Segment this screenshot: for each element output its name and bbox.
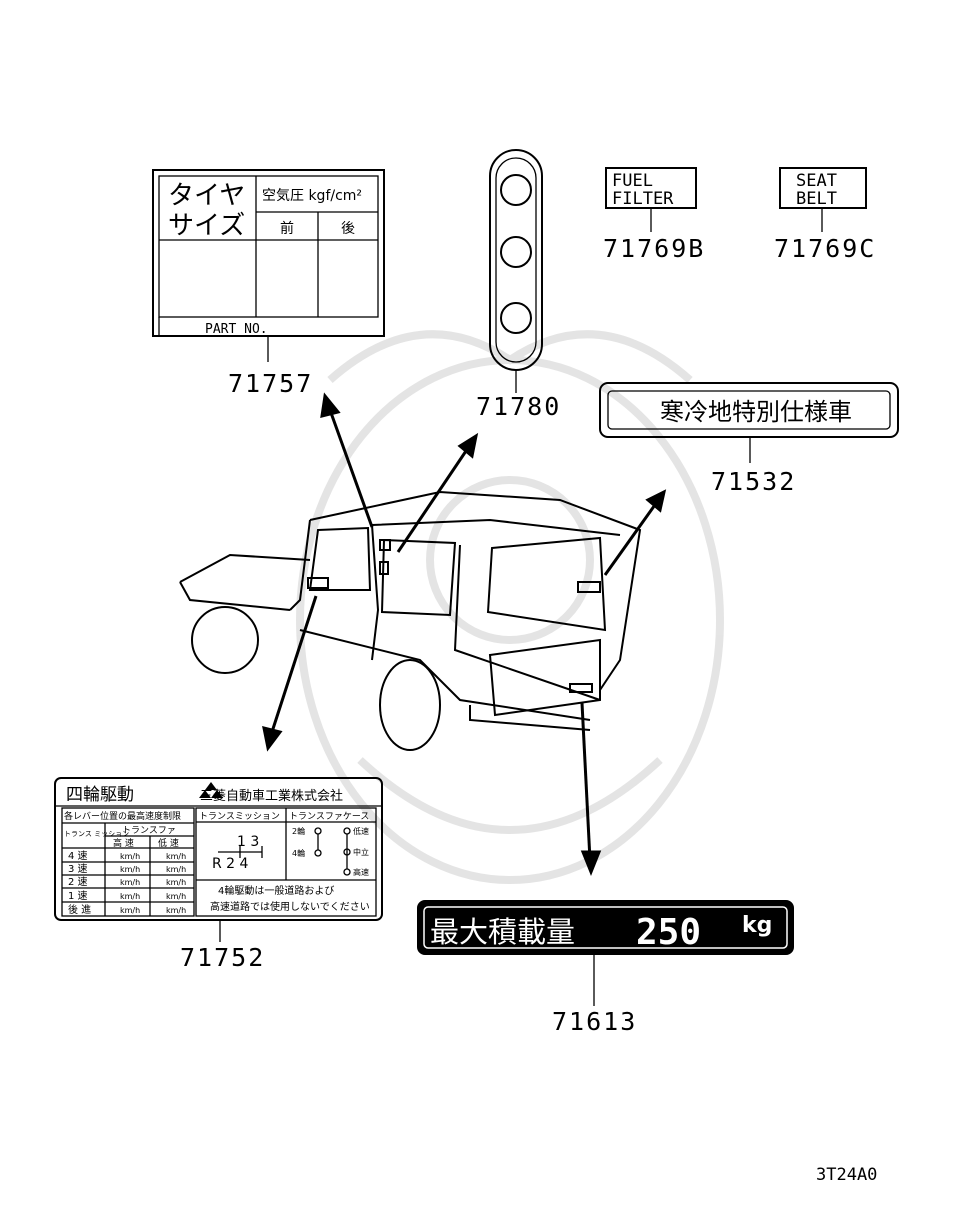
label-71769b-fuel-filter[interactable]: FUEL FILTER bbox=[605, 167, 697, 209]
svg-text:km/h: km/h bbox=[120, 878, 140, 887]
svg-text:2 速: 2 速 bbox=[68, 876, 88, 888]
svg-text:中立: 中立 bbox=[353, 847, 369, 857]
part-number-71769b[interactable]: 71769B bbox=[603, 234, 705, 263]
label-71752-four-wheel-drive[interactable]: 四輪駆動 三菱自動車工業株式会社 各レバー位置の最高速度制限 トランス ミッショ… bbox=[54, 777, 383, 921]
part-number-71532[interactable]: 71532 bbox=[711, 467, 796, 496]
svg-text:km/h: km/h bbox=[166, 892, 186, 901]
max-payload-text: 最大積載量 bbox=[430, 915, 575, 949]
transfer-pattern-icon: 2輪 4輪 低速 中立 高速 bbox=[292, 826, 369, 877]
front-column-label: 前 bbox=[280, 220, 294, 237]
shift-pattern-icon: 1 3 R 2 4 bbox=[212, 834, 263, 872]
svg-text:3 速: 3 速 bbox=[68, 863, 88, 875]
label-71757-tire-pressure[interactable]: タイヤ サイズ 空気圧 kgf/cm² 前 後 PART NO. bbox=[152, 169, 385, 337]
tire-label-line1: タイヤ bbox=[168, 181, 245, 211]
part-number-71769c[interactable]: 71769C bbox=[774, 234, 876, 263]
sub-transfer: トランスファ bbox=[122, 825, 176, 836]
col-header-transmission: トランスミッション bbox=[199, 811, 280, 822]
svg-text:低速: 低速 bbox=[353, 826, 369, 836]
svg-text:km/h: km/h bbox=[166, 906, 186, 915]
fuel-filter-line2: FILTER bbox=[612, 189, 674, 209]
speed-row: 4 速 km/h km/h bbox=[68, 850, 186, 862]
diagram-code: 3T24A0 bbox=[816, 1165, 877, 1185]
low-speed: 低 速 bbox=[158, 837, 179, 849]
part-number-71757[interactable]: 71757 bbox=[228, 369, 313, 398]
speed-row: 後 進 km/h km/h bbox=[68, 903, 186, 916]
4wd-warning-line2: 高速道路では使用しないでください bbox=[210, 900, 370, 913]
svg-text:km/h: km/h bbox=[120, 852, 140, 861]
label-71532-cold-region[interactable]: 寒冷地特別仕様車 bbox=[599, 382, 899, 438]
svg-text:4 速: 4 速 bbox=[68, 850, 88, 862]
part-no-label: PART NO. bbox=[205, 322, 268, 337]
part-number-71752[interactable]: 71752 bbox=[180, 943, 265, 972]
seat-belt-line1: SEAT bbox=[796, 171, 837, 191]
part-number-71780[interactable]: 71780 bbox=[476, 392, 561, 421]
svg-text:R 2 4: R 2 4 bbox=[212, 856, 249, 872]
watermark-emblem bbox=[296, 330, 724, 884]
svg-text:km/h: km/h bbox=[120, 865, 140, 874]
svg-text:後 進: 後 進 bbox=[68, 903, 91, 916]
svg-text:高速: 高速 bbox=[353, 867, 369, 877]
high-speed: 高 速 bbox=[113, 837, 134, 849]
col-header-transfer-case: トランスファケース bbox=[289, 811, 369, 822]
max-payload-unit: kg bbox=[742, 913, 772, 938]
svg-text:km/h: km/h bbox=[120, 892, 140, 901]
mitsubishi-logo-icon bbox=[199, 782, 223, 798]
sub-trans: トランス ミッション bbox=[64, 830, 129, 838]
speed-row: 3 速 km/h km/h bbox=[68, 863, 186, 875]
speed-row: 2 速 km/h km/h bbox=[68, 876, 186, 888]
cold-region-text: 寒冷地特別仕様車 bbox=[660, 398, 852, 426]
speed-row: 1 速 km/h km/h bbox=[68, 890, 186, 902]
vehicle-outline bbox=[179, 490, 642, 751]
svg-text:km/h: km/h bbox=[166, 865, 186, 874]
svg-text:km/h: km/h bbox=[166, 852, 186, 861]
svg-text:km/h: km/h bbox=[120, 906, 140, 915]
pressure-header: 空気圧 kgf/cm² bbox=[262, 188, 362, 204]
part-71780-oval-plate[interactable] bbox=[489, 149, 543, 371]
fuel-filter-line1: FUEL bbox=[612, 171, 653, 191]
svg-text:4輪: 4輪 bbox=[292, 848, 305, 858]
4wd-maker: 三菱自動車工業株式会社 bbox=[200, 788, 343, 804]
label-71769c-seat-belt[interactable]: SEAT BELT bbox=[779, 167, 867, 209]
leader-arrows bbox=[262, 392, 667, 877]
svg-text:km/h: km/h bbox=[166, 878, 186, 887]
svg-text:1 3: 1 3 bbox=[237, 834, 259, 850]
seat-belt-line2: BELT bbox=[796, 189, 837, 209]
4wd-warning-line1: 4輪駆動は一般道路および bbox=[218, 884, 334, 897]
part-number-71613[interactable]: 71613 bbox=[552, 1007, 637, 1036]
label-71613-max-payload[interactable]: 最大積載量 250 kg bbox=[417, 900, 794, 955]
4wd-title: 四輪駆動 bbox=[66, 785, 134, 805]
max-payload-value: 250 bbox=[636, 912, 701, 953]
col-header-speed-limit: 各レバー位置の最高速度制限 bbox=[64, 810, 181, 822]
tire-label-line2: サイズ bbox=[168, 211, 245, 241]
svg-text:2輪: 2輪 bbox=[292, 826, 305, 836]
svg-text:1 速: 1 速 bbox=[68, 890, 88, 902]
rear-column-label: 後 bbox=[341, 221, 355, 237]
